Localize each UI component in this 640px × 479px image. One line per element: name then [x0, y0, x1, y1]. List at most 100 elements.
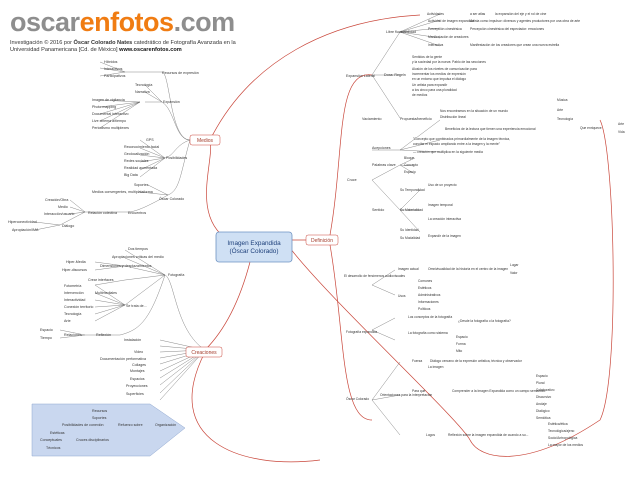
node-reflexion[interactable]: Reflexión	[96, 333, 111, 337]
node-orientaciones[interactable]: Orientaciones para la interpretación	[380, 393, 432, 397]
node-concepto-3[interactable]: Documental interactivo	[92, 112, 129, 116]
node-concepto-5[interactable]: Periodismo multiplexes	[92, 126, 129, 130]
node-intervencion[interactable]: Intervención	[64, 291, 84, 295]
node-redes[interactable]: Redes sociales	[124, 159, 149, 163]
node-interactividad[interactable]: Interactividad	[64, 298, 85, 302]
node-conexion[interactable]: Conexión territorio	[64, 305, 93, 309]
node-fotografia[interactable]: Fotografía	[168, 273, 184, 277]
interp-5[interactable]: Anclaje	[536, 402, 547, 406]
node-valor[interactable]: Valor	[510, 271, 518, 275]
node-relacion[interactable]: Relación colectiva	[88, 211, 117, 215]
node-concepto-2[interactable]: Photo mapping	[92, 105, 116, 109]
node-concepto-1[interactable]: Imagen de vigilancia	[92, 98, 125, 102]
libre-item-3[interactable]: Percepción cinestésica	[428, 27, 462, 31]
node-posibilidades-box[interactable]: Posibilidades de conexión	[62, 423, 104, 427]
prop-right-enriquece[interactable]: Que enriquece	[580, 126, 602, 130]
node-acepciones[interactable]: Acepciones	[372, 146, 391, 150]
node-oscar-colorado[interactable]: Óscar Colorado	[159, 196, 184, 201]
node-tecnologia-c[interactable]: Tecnología	[64, 312, 81, 316]
tr-item-4[interactable]: Su Modalidad	[400, 236, 420, 240]
node-tiempo-c[interactable]: Tiempo	[40, 336, 52, 340]
palabra-1[interactable]: Bloque	[404, 156, 414, 160]
node-palabras[interactable]: Palabras clave	[372, 163, 396, 167]
node-relaciones[interactable]: Relaciones	[64, 333, 82, 337]
tr-item-3[interactable]: Su Identidad	[400, 228, 419, 232]
node-encuentros[interactable]: Encuentros	[128, 211, 146, 215]
node-superficies[interactable]: Superficies	[126, 392, 144, 396]
node-posibilidades[interactable]: Posibilidades	[166, 156, 187, 160]
node-apropiacion[interactable]: Apropiación/IMA	[12, 228, 39, 232]
branch-creaciones-node[interactable]	[185, 346, 223, 358]
node-fotografia-exp[interactable]: Fotografía expandida	[346, 330, 377, 334]
node-la-fotografia[interactable]: La fotografía como sistema	[408, 331, 448, 335]
node-espacio-c[interactable]: Espacio	[40, 328, 53, 332]
node-lugar[interactable]: Lugar	[510, 263, 519, 267]
node-conceptuales[interactable]: Conceptuales	[40, 438, 62, 442]
node-cruce[interactable]: Cruce	[347, 178, 357, 182]
prop-right-arte2[interactable]: Arte	[618, 122, 624, 126]
node-gps[interactable]: GPS	[146, 138, 154, 142]
node-tecnicos[interactable]: Técnicos	[46, 446, 61, 450]
node-video[interactable]: Video	[134, 350, 143, 354]
node-fuerza[interactable]: Fuerza	[412, 359, 422, 363]
node-la-imagen[interactable]: La imagen	[428, 365, 444, 369]
node-refuerzo[interactable]: Refuerzo sobre	[118, 423, 143, 427]
node-logos[interactable]: Logos	[426, 433, 435, 437]
node-informacion[interactable]: Informaciones	[418, 300, 439, 304]
interp-2[interactable]: Plural	[536, 381, 545, 385]
logos-item-4[interactable]: La mayor de los medios	[548, 443, 583, 447]
node-interaccion[interactable]: Interacción/usuario	[44, 212, 74, 216]
node-dimensiones[interactable]: Dimensiones y desplazamientos	[100, 264, 152, 268]
branch-definicion-node[interactable]	[305, 234, 339, 246]
node-expansion[interactable]: Expansión	[163, 100, 180, 104]
palabra-2[interactable]: Concepto	[404, 163, 418, 167]
node-multimediales[interactable]: Multimediales	[95, 291, 117, 295]
node-esteticas[interactable]: Estéticas	[50, 431, 65, 435]
node-arte[interactable]: Arte	[64, 319, 71, 323]
node-soportes[interactable]: Soportes	[134, 183, 149, 187]
node-narrativa[interactable]: Narrativa	[135, 90, 150, 94]
interp-3[interactable]: Colaborativo	[536, 388, 555, 392]
credit-site-link[interactable]: www.oscarenfotos.com	[119, 47, 182, 54]
interp-6[interactable]: Dialógico	[536, 409, 550, 413]
node-hipermedia[interactable]: Hiper-Media	[66, 260, 86, 264]
prop-right-arte[interactable]: Arte	[557, 108, 563, 112]
node-dialogo[interactable]: Diálogo	[62, 224, 74, 228]
interp-1[interactable]: Espacio	[536, 374, 548, 378]
prop-right-tecnologia[interactable]: Tecnología	[557, 117, 573, 121]
la-foto-mito[interactable]: Mito	[456, 349, 462, 353]
node-el-desarrollo[interactable]: El desarrollo de fenómenos audiovisuales	[344, 274, 405, 278]
uso-3[interactable]: Administrativos	[418, 293, 441, 297]
node-organizacion[interactable]: Organización	[155, 423, 176, 427]
node-soportes-box[interactable]: Soportes	[92, 416, 107, 420]
site-logo[interactable]: oscarenfotos.com	[10, 6, 250, 38]
branch-medios-node[interactable]	[189, 134, 221, 146]
node-recursos-box[interactable]: Recursos	[92, 409, 107, 413]
node-los-conceptos[interactable]: Los conceptos de la fotografía	[408, 315, 452, 319]
node-usos[interactable]: Usos	[398, 294, 406, 298]
node-proyecciones[interactable]: Proyecciones	[126, 384, 148, 388]
node-documentacion[interactable]: Documentación performativa	[100, 357, 146, 361]
node-cruces[interactable]: Cruces disciplinarios	[76, 438, 109, 442]
node-instalacion[interactable]: Instalación	[124, 338, 141, 342]
node-medio[interactable]: Medio	[58, 205, 68, 209]
tr-item-1[interactable]: Su Temporalidad	[400, 188, 425, 192]
node-exp-lateral[interactable]: Expansión Lateral	[346, 74, 375, 78]
node-interactivos[interactable]: Interactivos	[104, 67, 123, 71]
node-tecnologia[interactable]: Tecnología	[135, 83, 152, 87]
node-para-que[interactable]: Para qué	[412, 389, 426, 393]
node-bigdata[interactable]: Big Data	[124, 173, 138, 177]
node-recursos[interactable]: Recursos de expresión	[162, 71, 199, 75]
node-fotometria[interactable]: Fotometría	[64, 284, 81, 288]
libre-item-4[interactable]: Manifestación de creadores	[428, 35, 469, 39]
node-apropiaciones[interactable]: Apropiaciones críticas del medio	[112, 255, 164, 259]
node-se-trata[interactable]: Se trata de...	[126, 304, 147, 308]
node-vaciamiento[interactable]: Vaciamiento	[362, 117, 382, 121]
node-comprender[interactable]: Comprender a la Imagen Expandida como un…	[452, 389, 545, 393]
tr-item-2[interactable]: Su Materialidad	[400, 208, 423, 212]
node-espacios[interactable]: Espacios	[130, 377, 145, 381]
logos-item-3[interactable]: Socio/Antropológica	[548, 436, 577, 440]
node-collages[interactable]: Collages	[132, 363, 146, 367]
node-politicos[interactable]: Políticos	[418, 307, 431, 311]
node-crear-interfaces[interactable]: Crear interfaces	[88, 278, 114, 282]
